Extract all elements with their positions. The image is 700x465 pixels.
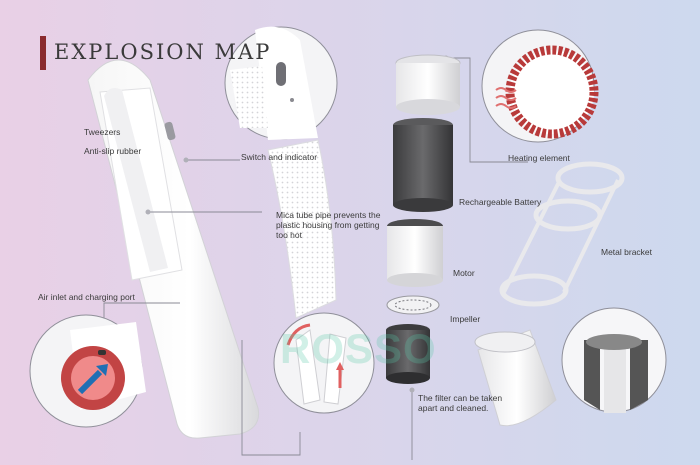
label-heating-element: Heating element <box>508 153 570 163</box>
mica-tube <box>267 139 337 319</box>
label-air-inlet: Air inlet and charging port <box>38 292 135 302</box>
callout-lines <box>103 57 528 460</box>
label-impeller: Impeller <box>450 314 481 324</box>
page-title: EXPLOSION MAP <box>54 40 272 64</box>
device-body <box>87 59 260 439</box>
air-inlet-inset <box>29 314 146 428</box>
label-metal-bracket: Metal bracket <box>601 247 653 257</box>
title-accent-bar <box>40 36 46 70</box>
label-switch-indicator: Switch and indicator <box>241 152 318 162</box>
filter-canister <box>474 329 557 427</box>
metal-bracket <box>499 161 625 307</box>
bracket-inset <box>561 307 667 413</box>
heating-element-inset <box>481 29 599 143</box>
label-tweezers: Tweezers <box>84 127 121 137</box>
exploded-components <box>386 54 461 384</box>
watermark-logo: ROSSO <box>280 325 437 372</box>
label-filter: The filter can be taken apart and cleane… <box>418 393 503 414</box>
label-motor: Motor <box>453 268 475 278</box>
label-anti-slip-rubber: Anti-slip rubber <box>84 146 142 156</box>
switch-indicator-inset <box>224 26 338 141</box>
tweezers-inset <box>273 312 375 414</box>
label-mica-tube: Mica tube pipe prevents the plastic hous… <box>276 210 381 241</box>
label-rechargeable-battery: Rechargeable Battery <box>459 197 542 207</box>
